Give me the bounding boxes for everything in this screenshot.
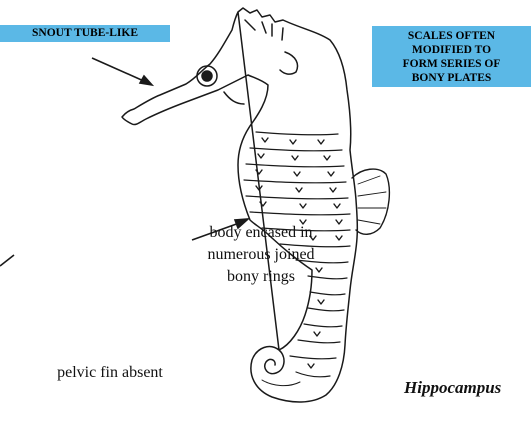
crown-detail <box>245 20 283 40</box>
rings-label-line: numerous joined <box>176 244 346 266</box>
pelvic-arrow <box>0 255 14 266</box>
gill-detail <box>224 52 298 104</box>
scales-label-line: BONY PLATES <box>372 71 531 85</box>
rings-label: body encased in numerous joined bony rin… <box>176 222 346 288</box>
species-name-title: Hippocampus <box>404 378 531 398</box>
scales-label-line: MODIFIED TO <box>372 43 531 57</box>
seahorse-illustration <box>122 8 389 402</box>
snout-arrowhead <box>140 76 152 85</box>
rings-label-line: body encased in <box>176 222 346 244</box>
scales-label: SCALES OFTEN MODIFIED TO FORM SERIES OF … <box>372 26 531 87</box>
eye-pupil <box>202 71 212 81</box>
tail-curl-detail <box>262 380 300 386</box>
rings-label-line: bony rings <box>176 266 346 288</box>
scales-label-line: SCALES OFTEN <box>372 29 531 43</box>
snout-label: SNOUT TUBE-LIKE <box>0 25 170 42</box>
snout-arrow <box>92 58 146 82</box>
scales-label-line: FORM SERIES OF <box>372 57 531 71</box>
pelvic-fin-label: pelvic fin absent <box>30 362 190 384</box>
dorsal-fin-rays <box>358 176 386 224</box>
